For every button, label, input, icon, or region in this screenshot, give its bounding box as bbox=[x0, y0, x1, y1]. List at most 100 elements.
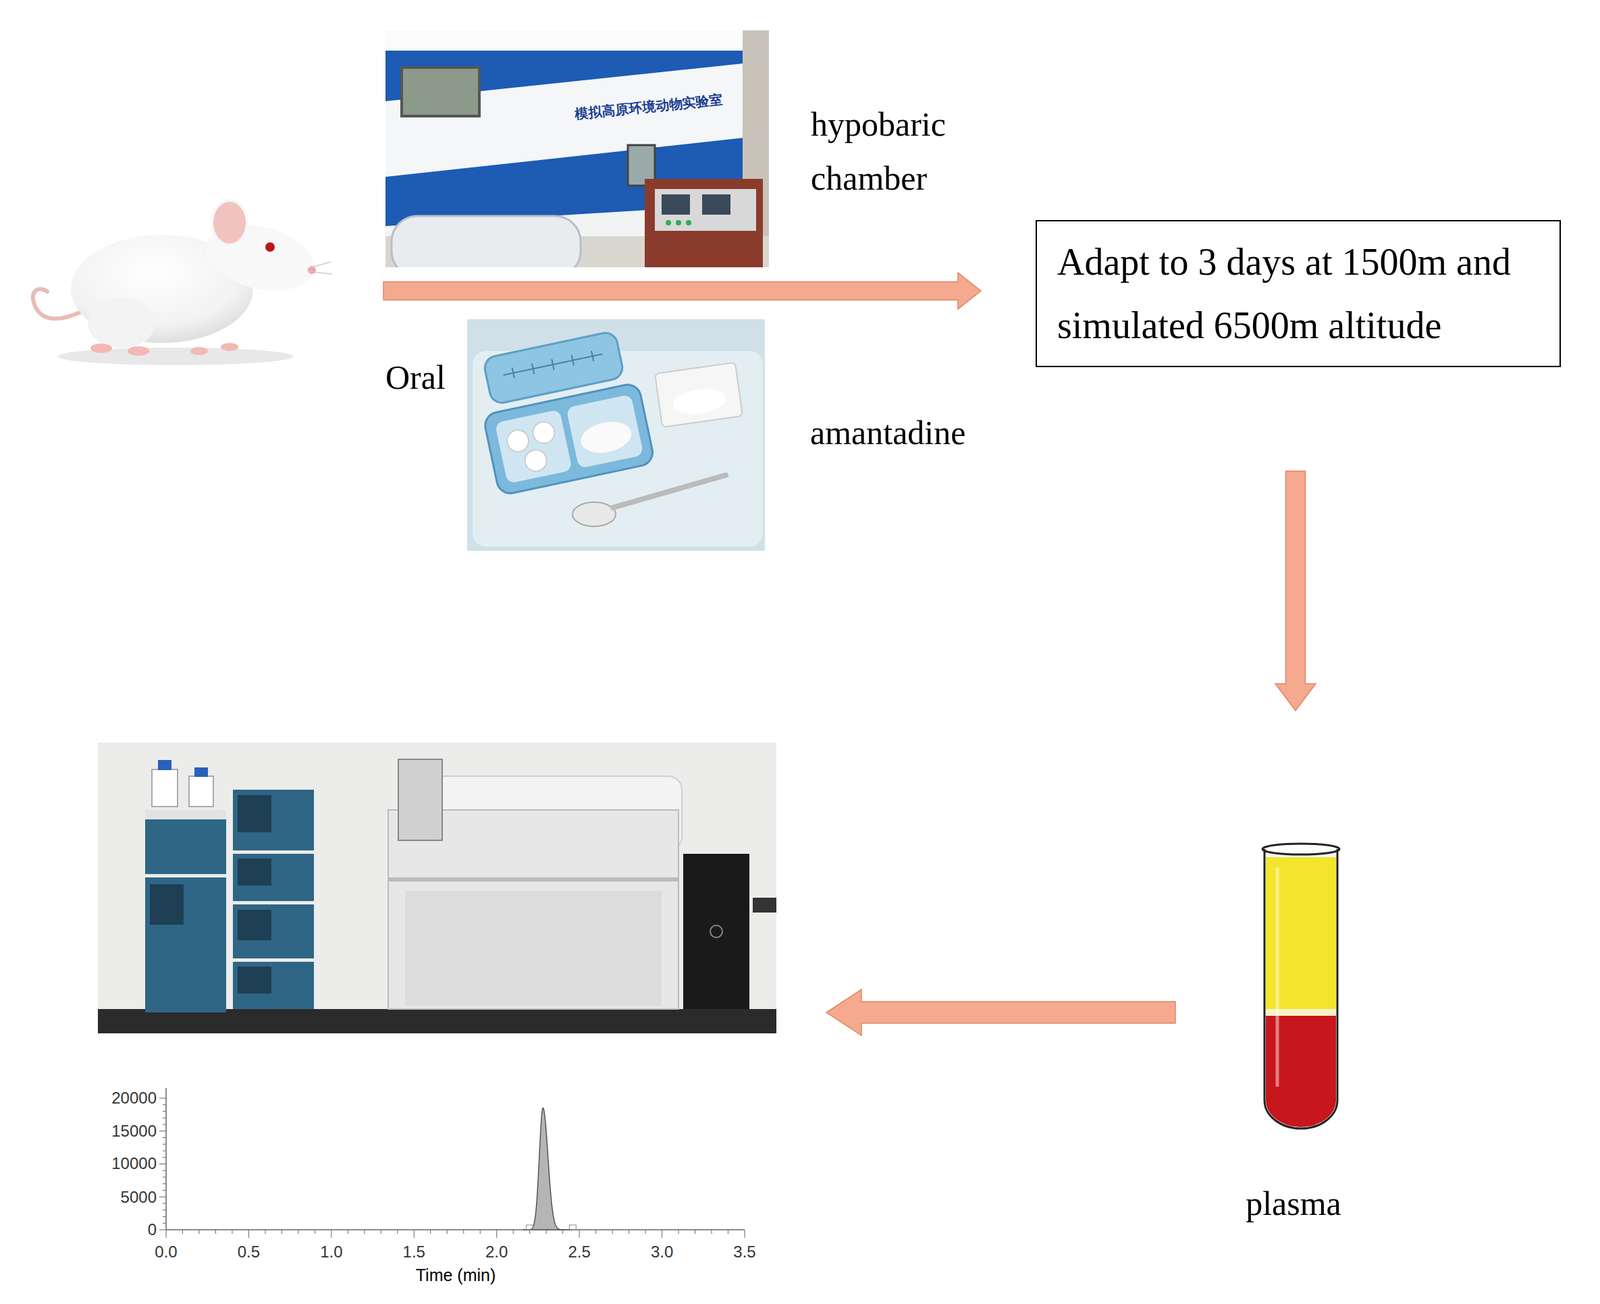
chamber-photo bbox=[702, 194, 731, 215]
instrument-photo bbox=[237, 858, 272, 886]
chromatogram bbox=[380, 1230, 382, 1235]
chromatogram bbox=[162, 1203, 167, 1205]
chromatogram bbox=[480, 1230, 481, 1235]
chromatogram bbox=[159, 1196, 167, 1198]
chromatogram bbox=[711, 1230, 713, 1235]
sample-tube: plasma bbox=[1175, 837, 1412, 1229]
process-text: Adapt to 3 days at 1500m and simulated 6… bbox=[1057, 230, 1540, 358]
y-tick-label-holder: 0 bbox=[147, 1220, 157, 1241]
y-tick-label: 10000 bbox=[111, 1154, 157, 1175]
chromatogram bbox=[562, 1230, 564, 1235]
drug-photo bbox=[571, 355, 574, 366]
chromatogram bbox=[579, 1230, 580, 1239]
chromatogram bbox=[645, 1230, 647, 1235]
chromatogram bbox=[430, 1230, 431, 1235]
treatment-label: hypobaric chamber bbox=[810, 97, 994, 206]
chromatogram bbox=[330, 1230, 332, 1239]
instrument-photo bbox=[398, 759, 443, 841]
blood-tube bbox=[1262, 843, 1340, 1129]
drug-photo bbox=[572, 502, 616, 527]
drug-label: amantadine bbox=[810, 412, 966, 453]
chromatogram bbox=[678, 1230, 680, 1235]
chamber-photo bbox=[685, 220, 692, 226]
chamber-photo bbox=[391, 216, 581, 268]
chromatogram bbox=[162, 1117, 167, 1119]
y-tick-label-holder: 20000 bbox=[111, 1088, 157, 1109]
chromatogram bbox=[162, 1137, 167, 1139]
instrument-photo bbox=[405, 891, 662, 1006]
rat-illustration bbox=[190, 347, 208, 356]
x-tick-label: 3.0 bbox=[650, 1242, 674, 1263]
instrument-photo bbox=[388, 877, 679, 882]
chromatogram bbox=[513, 1230, 514, 1235]
chromatogram bbox=[612, 1230, 613, 1235]
chromatogram bbox=[496, 1230, 497, 1239]
chamber-photo bbox=[385, 50, 769, 227]
chromatogram bbox=[694, 1230, 696, 1235]
drug-photo bbox=[530, 419, 557, 446]
drug-photo bbox=[467, 319, 765, 551]
y-tick-label: 0 bbox=[147, 1220, 157, 1241]
chromatogram bbox=[162, 1151, 167, 1152]
chromatogram bbox=[162, 1209, 167, 1211]
drug-photo bbox=[612, 475, 726, 508]
chromatogram bbox=[162, 1177, 167, 1179]
x-tick-label-holder: 2.0 bbox=[485, 1242, 508, 1263]
y-tick-label: 5000 bbox=[120, 1188, 157, 1208]
x-tick-label-holder: 0.0 bbox=[154, 1242, 177, 1263]
blood-tube bbox=[1264, 849, 1338, 1129]
rat-illustration bbox=[90, 343, 113, 354]
rat-illustration bbox=[33, 200, 333, 366]
chamber-photo bbox=[675, 220, 682, 226]
chromatogram bbox=[162, 1144, 167, 1145]
chromatogram bbox=[363, 1230, 365, 1235]
chromatogram bbox=[165, 1088, 167, 1231]
chamber-photo bbox=[661, 194, 690, 215]
instrument-photo bbox=[752, 897, 777, 913]
chamber-photo bbox=[665, 220, 672, 226]
instrument-photo bbox=[149, 884, 184, 925]
process-box: Adapt to 3 days at 1500m and simulated 6… bbox=[1035, 220, 1561, 368]
x-tick-label: 3.5 bbox=[733, 1242, 756, 1263]
instrument-photo bbox=[151, 769, 178, 807]
flow-arrow bbox=[826, 989, 1176, 1036]
drug-photo bbox=[591, 351, 594, 362]
chromatogram bbox=[166, 1230, 167, 1239]
chromatogram bbox=[162, 1190, 167, 1191]
treatment-label-holder: hypobaric chamber bbox=[810, 97, 994, 206]
instrument-photo bbox=[232, 854, 314, 902]
x-tick-label: 2.5 bbox=[567, 1242, 591, 1263]
x-tick-label: 0.0 bbox=[154, 1242, 177, 1263]
drug-photo bbox=[565, 394, 644, 469]
y-tick-label-holder: 10000 bbox=[111, 1154, 157, 1175]
chromatogram bbox=[546, 1230, 547, 1235]
chromatogram bbox=[396, 1230, 398, 1235]
x-tick-label-holder: 3.5 bbox=[733, 1242, 756, 1263]
drug-photo bbox=[494, 409, 573, 484]
instrument-photo bbox=[145, 810, 227, 820]
chromatogram bbox=[162, 1170, 167, 1172]
x-tick-label-holder: 1.0 bbox=[320, 1242, 343, 1263]
chromatogram bbox=[182, 1230, 183, 1235]
chromatogram bbox=[231, 1230, 233, 1235]
chromatogram bbox=[523, 1108, 573, 1231]
route-label: Oral bbox=[385, 357, 446, 398]
blood-tube bbox=[1275, 867, 1280, 1087]
chromatogram bbox=[463, 1230, 464, 1235]
chromatogram bbox=[162, 1124, 167, 1126]
chamber-photo bbox=[385, 30, 769, 51]
instrument-photo bbox=[683, 854, 750, 1010]
chromatogram bbox=[529, 1230, 530, 1235]
chromatogram bbox=[159, 1130, 167, 1132]
chromatogram bbox=[162, 1216, 167, 1218]
chromatogram bbox=[159, 1230, 167, 1231]
drug-photo bbox=[671, 386, 728, 418]
chamber-photo bbox=[401, 67, 480, 117]
instrument-photo bbox=[97, 1009, 777, 1034]
drug-label-holder: amantadine bbox=[810, 412, 966, 453]
y-tick-label-holder: 15000 bbox=[111, 1122, 157, 1142]
chromatogram bbox=[162, 1157, 167, 1158]
rat-illustration bbox=[220, 342, 239, 352]
